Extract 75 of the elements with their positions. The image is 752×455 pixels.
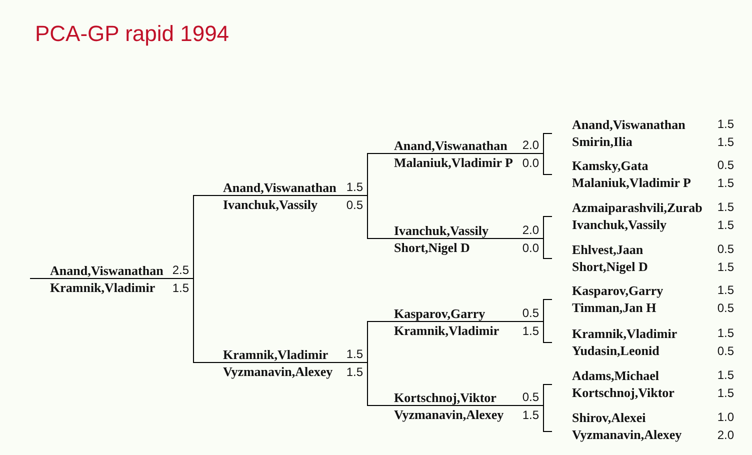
score: 2.0: [522, 138, 539, 152]
player-name: Yudasin,Leonid: [572, 343, 660, 358]
score: 1.5: [717, 283, 734, 297]
score: 1.0: [717, 410, 734, 424]
score: 0.5: [717, 158, 734, 172]
score: 0.0: [522, 240, 539, 254]
player-name: Ivanchuk,Vassily: [394, 222, 489, 238]
score: 0.5: [522, 306, 539, 320]
score: 1.5: [346, 347, 363, 361]
score: 0.5: [717, 344, 734, 358]
player-name: Kortschnoj,Viktor: [394, 390, 496, 404]
player-name: Malaniuk,Vladimir P: [394, 155, 513, 170]
score: 1.5: [346, 180, 363, 194]
player-name: Azmaiparashvili,Zurab: [572, 200, 702, 214]
score: 1.5: [346, 364, 363, 378]
bracket-connector: [364, 321, 370, 363]
player-name: Timman,Jan H: [572, 300, 656, 315]
player-name: Anand,Viswanathan: [394, 138, 508, 152]
player-name: Kortschnoj,Viktor: [572, 385, 674, 400]
player-name: Kramnik,Vladimir: [394, 323, 500, 338]
bracket-connector: [540, 299, 552, 322]
bracket-connector: [540, 133, 552, 154]
score: 0.5: [717, 300, 734, 314]
score: 1.5: [717, 368, 734, 382]
player-name: Smirin,Ilia: [572, 134, 632, 149]
player-name: Ehlvest,Jaan: [572, 242, 644, 256]
player-name: Vyzmanavin,Alexey: [394, 407, 504, 422]
bracket-connector: [364, 362, 370, 406]
score: 1.5: [717, 326, 734, 340]
bracket-connector: [540, 405, 552, 432]
score: 1.5: [717, 218, 734, 232]
bracket-connector: [540, 238, 552, 259]
bracket-connector: [540, 153, 552, 175]
score: 1.5: [522, 324, 539, 338]
title: PCA-GP rapid 1994: [35, 21, 230, 47]
score: 2.0: [522, 223, 539, 237]
player-name: Short,Nigel D: [394, 240, 470, 255]
bracket-connector: [364, 153, 370, 196]
bracket-connector: [540, 384, 552, 406]
score: 2.5: [172, 263, 189, 277]
score: 1.5: [717, 200, 734, 214]
score: 1.5: [717, 386, 734, 400]
player-name: Kramnik,Vladimir: [50, 280, 156, 295]
score: 0.5: [346, 198, 363, 212]
score: 1.5: [172, 280, 189, 294]
player-name: Malaniuk,Vladimir P: [572, 175, 691, 190]
bracket-connector: [540, 216, 552, 239]
player-name: Vyzmanavin,Alexey: [572, 427, 682, 442]
player-name: Kasparov,Garry: [572, 282, 664, 298]
player-name: Anand,Viswanathan: [223, 180, 336, 194]
bracket-connector: [190, 195, 196, 279]
player-name: Short,Nigel D: [572, 259, 648, 274]
score: 0.5: [522, 390, 539, 404]
player-name: Ivanchuk,Vassily: [572, 217, 667, 232]
score: 2.0: [717, 428, 734, 442]
player-name: Kramnik,Vladimir: [223, 346, 328, 362]
player-name: Anand,Viswanathan: [50, 262, 164, 278]
player-name: Anand,Viswanathan: [572, 116, 686, 132]
player-name: Kasparov,Garry: [394, 306, 486, 320]
player-name: Adams,Michael: [572, 368, 660, 382]
player-name: Shirov,Alexei: [572, 410, 646, 424]
score: 1.5: [717, 134, 734, 148]
score: 1.5: [717, 117, 734, 131]
player-name: Kamsky,Gata: [572, 158, 648, 172]
score: 0.5: [717, 242, 734, 256]
bracket-connector: [364, 195, 370, 239]
player-name: Kramnik,Vladimir: [572, 326, 678, 340]
score: 1.5: [717, 260, 734, 274]
player-name: Ivanchuk,Vassily: [223, 197, 318, 212]
bracket-connector: [190, 278, 196, 363]
player-name: Vyzmanavin,Alexey: [223, 364, 333, 379]
bracket-connector: [540, 321, 552, 343]
score: 1.5: [522, 408, 539, 422]
score: 1.5: [717, 176, 734, 190]
score: 0.0: [522, 156, 539, 170]
